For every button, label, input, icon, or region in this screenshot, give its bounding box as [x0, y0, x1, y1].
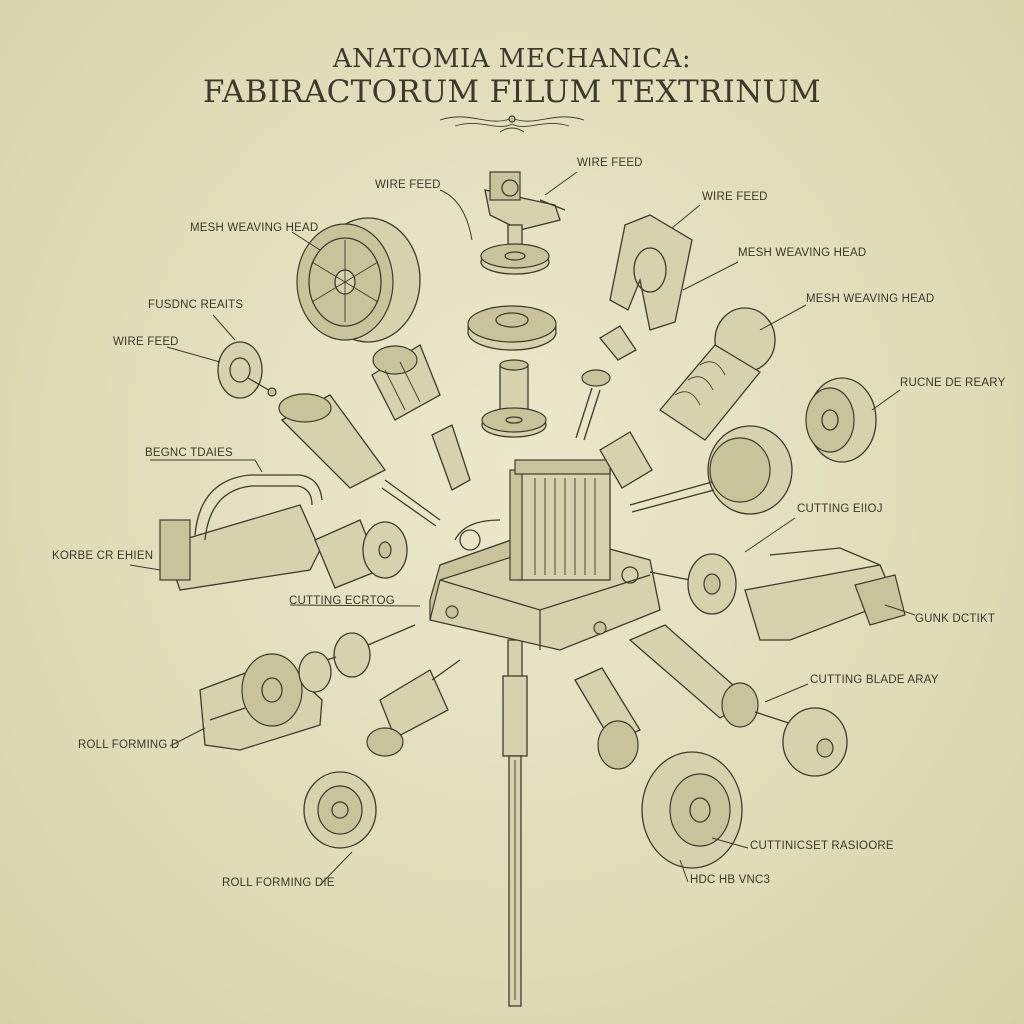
label-wire-feed-top-left: WIRE FEED	[375, 179, 441, 191]
label-roll-forming-d: ROLL FORMING D	[78, 739, 180, 751]
small-cog-cube	[599, 431, 653, 489]
roll-forming-die-gear	[303, 771, 377, 849]
spring-drum-assembly	[659, 307, 776, 441]
vertical-shaft-gear	[481, 359, 547, 438]
label-mesh-weaving-head-left: MESH WEAVING HEAD	[190, 222, 319, 234]
left-clamp-frame	[159, 474, 323, 591]
right-gear-and-shaft	[649, 553, 737, 615]
small-roller-piece	[599, 325, 637, 361]
label-begnc-tdaies: BEGNC TDAIES	[145, 447, 233, 459]
label-fusdnc-reaits: FUSDNC REAITS	[148, 299, 244, 311]
left-wire-feed-gear	[217, 341, 277, 399]
label-wire-feed-top-right: WIRE FEED	[577, 157, 643, 169]
cutting-spool-disc	[641, 751, 743, 869]
label-mesh-weaving-head-right-2: MESH WEAVING HEAD	[806, 293, 935, 305]
cutting-bit-shaft	[309, 624, 416, 678]
gunk-detect-bracket	[744, 547, 906, 641]
roll-forming-motor	[199, 651, 332, 751]
upper-left-cylinder-housing	[371, 344, 441, 421]
label-cutting-ecrtog: CUTTING ECRTOG	[289, 595, 395, 607]
cutting-blade-array-shaft	[628, 624, 848, 777]
central-support-column	[502, 639, 528, 1007]
title-line-1: ANATOMIA MECHANICA:	[332, 44, 692, 74]
label-cutting-blade-array: CUTTING BLADE ARAY	[810, 674, 939, 686]
mesh-weaving-bracket-right	[609, 214, 693, 331]
label-cutinicset-rasioore: CUTTINICSET RASIOORE	[750, 840, 894, 852]
title-line-2: FABIRACTORUM FILUM TEXTRINUM	[202, 74, 822, 110]
top-spindle-gear	[480, 224, 550, 275]
label-rucnede-reary: RUCNE DE REARY	[900, 377, 1006, 389]
pin-rod	[575, 369, 611, 441]
label-korbe-cr-ehien: KORBE CR EHIEN	[52, 550, 154, 562]
splined-roller-shaft	[278, 393, 441, 527]
splined-drum-with-shaft	[629, 425, 793, 515]
top-wire-feed-bracket	[484, 171, 566, 231]
right-pulley-disc	[805, 377, 877, 463]
label-hdchb-vnc3: HDC HB VNC3	[690, 874, 771, 886]
label-wire-feed-right: WIRE FEED	[702, 191, 768, 203]
mesh-weaving-spool-wheel	[296, 217, 421, 343]
label-gunk-dctikt: GUNK DCTIKT	[915, 613, 996, 625]
label-roll-forming-die: ROLL FORMING DIE	[222, 877, 335, 889]
large-spur-gear	[467, 305, 557, 351]
label-wire-feed-left: WIRE FEED	[113, 336, 179, 348]
title-flourish-ornament	[439, 115, 585, 133]
label-leader-lines	[129, 171, 916, 886]
small-cross-bracket	[431, 424, 471, 491]
lower-spring-shaft	[366, 659, 461, 757]
label-cutting-eiioj: CUTTING EIIOJ	[797, 503, 883, 515]
lower-cylinder-gear	[574, 667, 641, 770]
central-machine-assembly	[429, 459, 661, 651]
left-spring-coupling	[314, 519, 408, 589]
label-mesh-weaving-head-right-1: MESH WEAVING HEAD	[738, 247, 867, 259]
